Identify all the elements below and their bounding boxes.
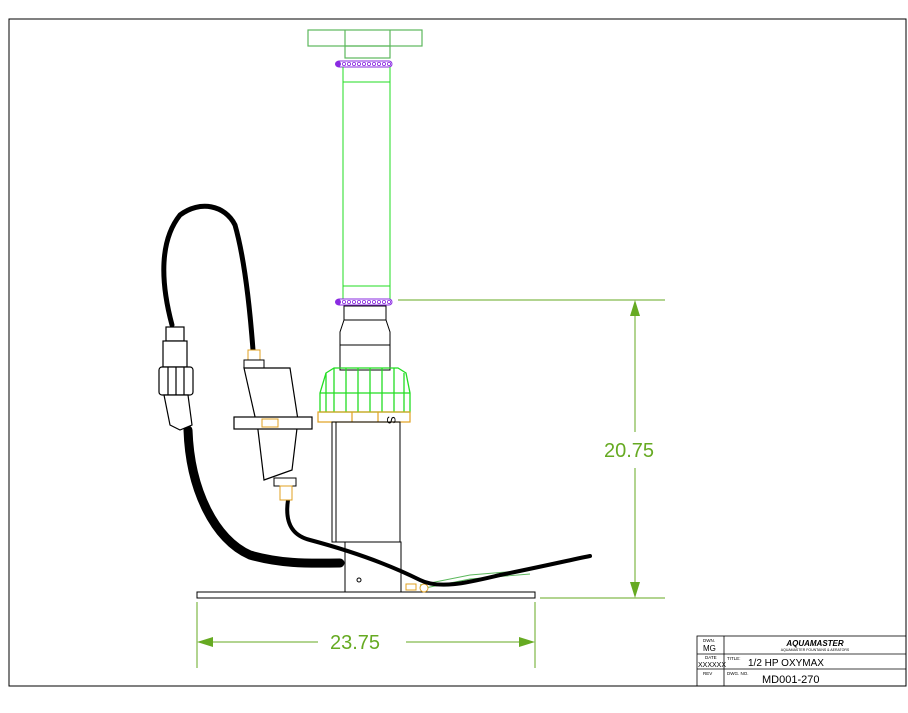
lower-hose-clamp: [335, 298, 393, 306]
company-subtitle: AQUAMASTER FOUNTAINS & AERATORS: [781, 648, 850, 652]
date-value: XXXXXX: [698, 662, 726, 669]
base-plate: [196, 591, 536, 599]
rev-label: REV: [703, 671, 712, 676]
width-dimension-label: 23.75: [330, 632, 380, 654]
riser-pipe: [342, 67, 391, 300]
s-mark: S: [384, 416, 398, 424]
drawing-title: 1/2 HP OXYMAX: [748, 658, 824, 669]
capacitor-housing: [233, 349, 313, 501]
power-cable: [161, 203, 592, 587]
width-dimension: [196, 602, 536, 668]
intake-screen: [319, 367, 411, 413]
drawn-by-label: DWN.: [703, 638, 715, 643]
upper-hose-clamp: [335, 60, 393, 68]
height-dimension: [398, 299, 665, 599]
cable-connector-left: [158, 326, 194, 431]
sheet-border: [8, 18, 907, 687]
dwg-no-label: DWG. NO.: [727, 671, 749, 676]
drawing-number: MD001-270: [762, 674, 819, 686]
top-float-flange: [307, 29, 423, 59]
pipe-adapter: [339, 305, 391, 371]
title-label: TITLE:: [727, 656, 741, 661]
company-name: AQUAMASTER: [785, 639, 844, 648]
height-dimension-label: 20.75: [604, 440, 654, 462]
title-block: [696, 635, 907, 687]
date-label: DATE: [705, 655, 717, 660]
drawn-by-value: MG: [703, 644, 716, 653]
base-fitting: [405, 583, 429, 593]
